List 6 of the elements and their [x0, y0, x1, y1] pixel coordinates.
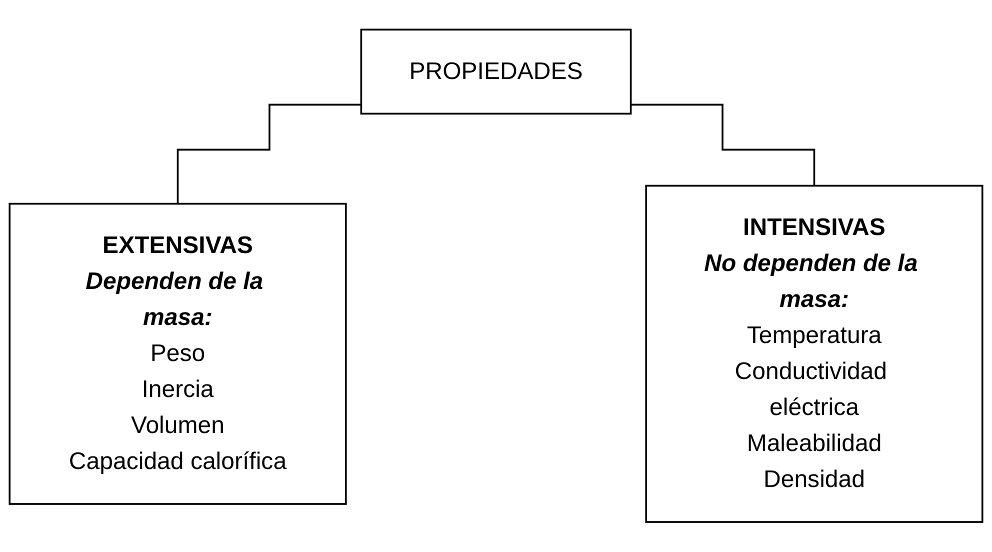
connector [176, 104, 362, 205]
node-box [8, 203, 347, 506]
node-box [645, 185, 984, 524]
node-box [360, 28, 632, 115]
connector [630, 104, 816, 187]
diagram: PROPIEDADES EXTENSIVAS Dependen de la masa: Peso Inercia Volumen Capacidad calorífica INTENSIVAS No dependen de la masa: Temperatura Conductividad eléctrica Maleabilidad Densidad [0, 20, 992, 532]
